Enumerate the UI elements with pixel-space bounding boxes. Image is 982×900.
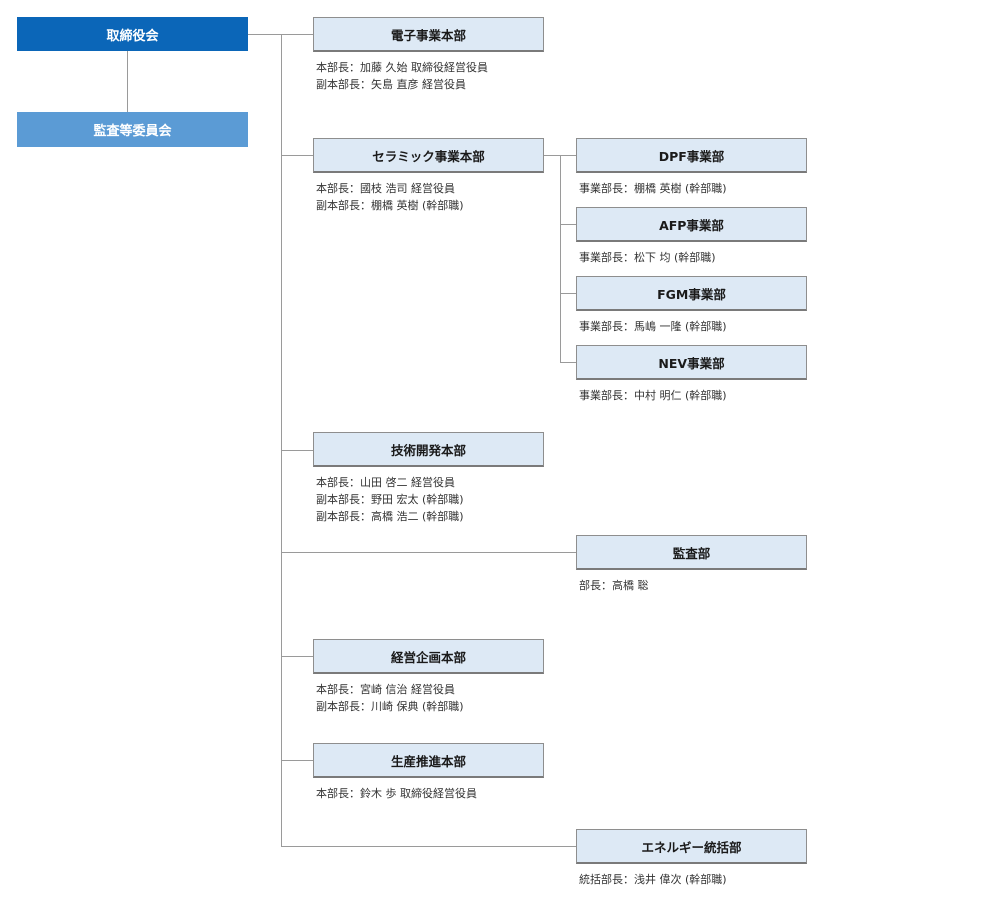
fgm-unit-roles: 事業部長：馬嶋 一隆 (幹部職) (579, 318, 727, 335)
audit-department-box: 監査部 (576, 535, 807, 570)
electronics-division-roles: 本部長：加藤 久始 取締役経営役員 副本部長：矢島 直彦 経営役員 (316, 59, 488, 93)
board-to-trunk-connector (248, 34, 281, 35)
role-line: 本部長：國枝 浩司 経営役員 (316, 182, 455, 195)
audit-department-name: 監査部 (672, 545, 711, 561)
dpf-unit-roles: 事業部長：棚橋 英樹 (幹部職) (579, 180, 727, 197)
ceramic-division-roles: 本部長：國枝 浩司 経営役員 副本部長：棚橋 英樹 (幹部職) (316, 180, 464, 214)
nev-unit-roles: 事業部長：中村 明仁 (幹部職) (579, 387, 727, 404)
energy-department-box: エネルギー統括部 (576, 829, 807, 864)
role-line: 本部長：山田 啓二 経営役員 (316, 476, 455, 489)
fgm-unit-box: FGM事業部 (576, 276, 807, 311)
energy-department-roles: 統括部長：浅井 偉次 (幹部職) (579, 871, 727, 888)
nev-unit-name: NEV事業部 (658, 355, 725, 371)
role-line: 副本部長：矢島 直彦 経営役員 (316, 78, 466, 91)
tech-development-division-roles: 本部長：山田 啓二 経営役員 副本部長：野田 宏太 (幹部職) 副本部長：高橋 … (316, 474, 464, 525)
tech-development-division-box: 技術開発本部 (313, 432, 544, 467)
electronics-division-name: 電子事業本部 (390, 27, 466, 43)
connector-ceramic (281, 155, 313, 156)
role-line: 副本部長：棚橋 英樹 (幹部職) (316, 199, 464, 212)
fgm-unit-name: FGM事業部 (657, 286, 726, 302)
audit-committee-box: 監査等委員会 (17, 112, 248, 147)
role-line: 部長：高橋 聡 (579, 579, 649, 592)
production-promotion-division-roles: 本部長：鈴木 歩 取締役経営役員 (316, 785, 477, 802)
role-line: 事業部長：馬嶋 一隆 (幹部職) (579, 320, 727, 333)
management-planning-division-roles: 本部長：宮崎 信治 経営役員 副本部長：川崎 保典 (幹部職) (316, 681, 464, 715)
role-line: 副本部長：野田 宏太 (幹部職) (316, 493, 464, 506)
ceramic-division-name: セラミック事業本部 (372, 148, 485, 164)
connector-fgm (560, 293, 576, 294)
energy-department-name: エネルギー統括部 (641, 839, 742, 855)
management-planning-division-box: 経営企画本部 (313, 639, 544, 674)
role-line: 本部長：加藤 久始 取締役経営役員 (316, 61, 488, 74)
audit-committee-label: 監査等委員会 (93, 124, 172, 139)
connector-dpf (560, 155, 576, 156)
role-line: 本部長：宮崎 信治 経営役員 (316, 683, 455, 696)
audit-department-roles: 部長：高橋 聡 (579, 577, 649, 594)
connector-tech-dev (281, 450, 313, 451)
connector-production (281, 760, 313, 761)
dpf-unit-name: DPF事業部 (658, 148, 725, 164)
role-line: 事業部長：棚橋 英樹 (幹部職) (579, 182, 727, 195)
connector-energy-dept (281, 846, 576, 847)
board-of-directors-label: 取締役会 (106, 28, 159, 44)
ceramic-to-sub-trunk-connector (544, 155, 560, 156)
role-line: 事業部長：中村 明仁 (幹部職) (579, 389, 727, 402)
production-promotion-division-box: 生産推進本部 (313, 743, 544, 778)
role-line: 統括部長：浅井 偉次 (幹部職) (579, 873, 727, 886)
electronics-division-box: 電子事業本部 (313, 17, 544, 52)
main-trunk-line (281, 34, 282, 846)
connector-nev (560, 362, 576, 363)
afp-unit-name: AFP事業部 (659, 217, 724, 233)
ceramic-division-box: セラミック事業本部 (313, 138, 544, 173)
connector-management-planning (281, 656, 313, 657)
ceramic-sub-trunk-line (560, 155, 561, 362)
dpf-unit-box: DPF事業部 (576, 138, 807, 173)
afp-unit-roles: 事業部長：松下 均 (幹部職) (579, 249, 716, 266)
board-to-audit-committee-connector (127, 51, 128, 112)
role-line: 本部長：鈴木 歩 取締役経営役員 (316, 787, 477, 800)
nev-unit-box: NEV事業部 (576, 345, 807, 380)
tech-development-division-name: 技術開発本部 (390, 442, 466, 458)
role-line: 副本部長：川崎 保典 (幹部職) (316, 700, 464, 713)
role-line: 副本部長：高橋 浩二 (幹部職) (316, 510, 464, 523)
afp-unit-box: AFP事業部 (576, 207, 807, 242)
role-line: 事業部長：松下 均 (幹部職) (579, 251, 716, 264)
production-promotion-division-name: 生産推進本部 (390, 753, 466, 769)
connector-audit-dept (281, 552, 576, 553)
connector-electronics (281, 34, 313, 35)
connector-afp (560, 224, 576, 225)
board-of-directors-box: 取締役会 (17, 17, 248, 51)
management-planning-division-name: 経営企画本部 (390, 649, 466, 665)
